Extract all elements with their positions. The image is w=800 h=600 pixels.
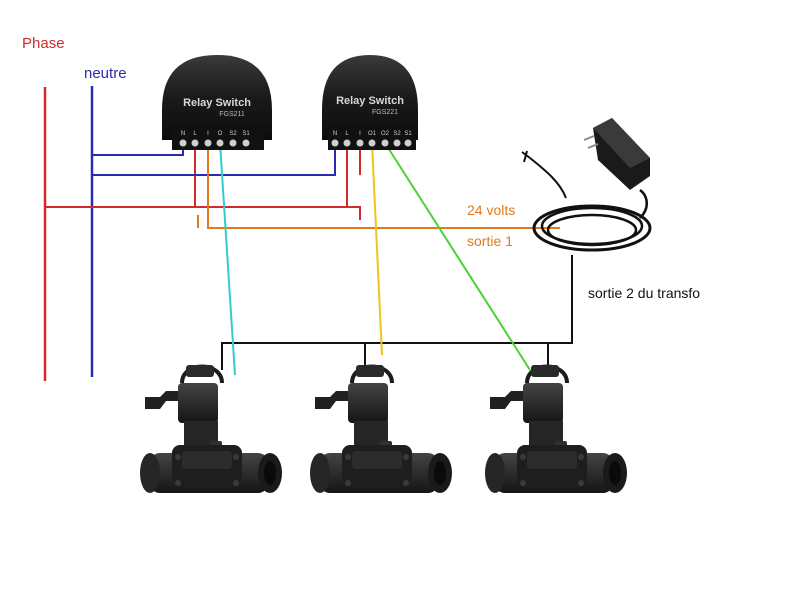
phase-wire (45, 206, 361, 220)
sortie1-wire (207, 140, 560, 229)
terminal-label: S1 (404, 131, 412, 137)
valve-wire-green (384, 142, 531, 371)
phase-label: Phase (22, 35, 65, 52)
valve-wire-yellow (371, 142, 383, 356)
terminal-label: L (345, 131, 349, 137)
relay-model: FGS221 (372, 109, 398, 116)
terminal-label: O (218, 131, 223, 137)
relay-module-icon: Relay Switch FGS221 N L I O1 O2 S2 S1 (322, 55, 418, 150)
relay-title: Relay Switch (336, 95, 404, 107)
terminal-label: I (359, 131, 361, 137)
sortie2-label: sortie 2 du transfo (588, 285, 701, 301)
relay-model: FGS211 (219, 111, 245, 118)
sortie1-label: sortie 1 (467, 233, 513, 249)
relay-title: Relay Switch (183, 97, 251, 109)
power-adapter-icon (521, 118, 652, 252)
terminal-label: N (333, 131, 337, 137)
solenoid-valve-icon (138, 363, 284, 495)
terminal-label: O1 (368, 131, 377, 137)
neutral-wire-relay1 (92, 140, 184, 156)
sortie2-wire (221, 255, 573, 370)
relay-module-icon: Relay Switch FGS211 N L I O S2 S1 (162, 55, 272, 150)
terminal-label: N (181, 131, 185, 137)
solenoid-valve-icon (308, 363, 454, 495)
terminal-label: L (193, 131, 197, 137)
solenoid-valve-icon (483, 363, 629, 495)
neutral-wire (92, 140, 336, 176)
terminal-label: O2 (381, 131, 390, 137)
terminal-label: S2 (393, 131, 401, 137)
terminal-label: I (207, 131, 209, 137)
valve-wire-cyan (219, 142, 236, 376)
voltage-label: 24 volts (467, 202, 516, 218)
terminal-label: S2 (229, 131, 237, 137)
terminal-label: S1 (242, 131, 250, 137)
neutre-label: neutre (84, 65, 127, 82)
